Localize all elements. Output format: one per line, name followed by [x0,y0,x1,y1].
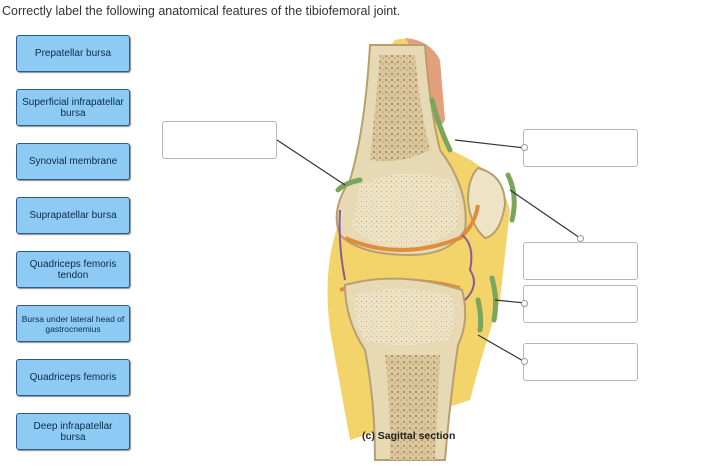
suprapatellar-bursa-shape [429,97,453,153]
femur-marrow [370,55,430,162]
leader-line-1 [276,139,346,186]
drop-target-1[interactable] [162,121,277,159]
label-synovial-membrane[interactable]: Synovial membrane [16,143,130,180]
label-deep-infrapatellar-bursa[interactable]: Deep infrapatellar bursa [16,413,130,450]
figure-caption: (c) Sagittal section [362,430,456,442]
synovial-membrane [338,209,475,301]
infrapatellar-bursa-deep-shape [475,297,484,333]
articular-cartilage-femur [344,204,480,252]
femur-condyle-spongy [352,173,459,248]
connector-dot-4 [521,300,528,307]
leader-line-2 [454,139,526,149]
drop-target-3[interactable] [523,242,638,280]
leader-line-4 [494,299,526,304]
connector-dot-2 [521,144,528,151]
question-prompt: Correctly label the following anatomical… [2,4,401,18]
drop-target-2[interactable] [523,129,638,167]
label-prepatellar-bursa[interactable]: Prepatellar bursa [16,35,130,72]
label-quadriceps-femoris[interactable]: Quadriceps femoris [16,359,130,396]
drop-target-4[interactable] [523,285,638,323]
drop-target-5[interactable] [523,343,638,381]
tibia-marrow [385,355,440,460]
label-superficial-infrapatellar-bursa[interactable]: Superficial infrapatellar bursa [16,89,130,126]
leader-line-3 [509,189,581,239]
label-bursa-under-lateral-head-gastrocnemius[interactable]: Bursa under lateral head of gastrocnemiu… [16,305,130,342]
label-quadriceps-femoris-tendon[interactable]: Quadriceps femoris tendon [16,251,130,288]
patella-bone [466,166,507,240]
connector-dot-3 [577,235,584,242]
label-suprapatellar-bursa[interactable]: Suprapatellar bursa [16,197,130,234]
connector-dot-5 [521,358,528,365]
gastrocnemius-bursa-shape [335,177,363,193]
leader-line-5 [477,334,526,363]
prepatellar-bursa-shape [505,172,517,223]
tibia-spongy [354,288,455,345]
